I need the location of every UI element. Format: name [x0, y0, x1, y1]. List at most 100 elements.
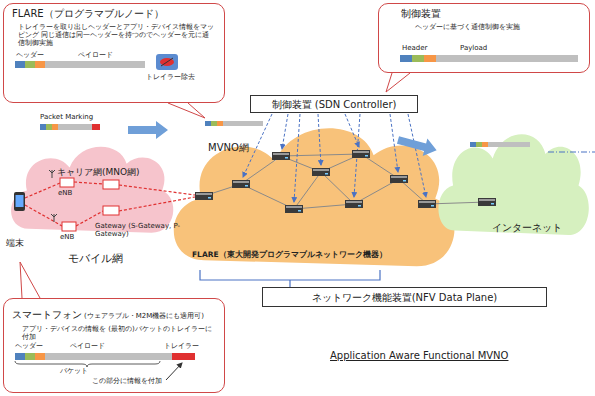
mesh-link: [294, 172, 321, 209]
radio-access: [60, 178, 74, 187]
radio-access: [62, 222, 76, 231]
internet-link: [548, 151, 595, 152]
packet-label: パケット: [60, 367, 88, 375]
flare-server: [232, 180, 250, 188]
packet-bar: [217, 121, 223, 126]
packet-brace: [15, 361, 160, 367]
packet-part-label: ペイロード: [78, 51, 113, 59]
radio-access: [103, 206, 119, 215]
flare-server: [272, 152, 290, 160]
packet-bar: [424, 55, 436, 62]
packet-bar: [45, 61, 145, 68]
callout-tail: [168, 103, 205, 118]
radio-access: [14, 192, 25, 211]
trash-icon: [156, 54, 178, 70]
packet-bar: [476, 142, 482, 147]
cloud-outline: [438, 134, 588, 235]
packet-bar: [412, 55, 424, 62]
trailer-remove-label: トレイラー除去: [146, 73, 195, 81]
radio-access: [14, 170, 195, 231]
cloud-label: MVNO網: [208, 142, 249, 154]
packet-bar: [45, 353, 172, 360]
packet-bar: [25, 353, 35, 360]
caption-label: Application Aware Functional MVNO: [330, 350, 508, 362]
packet-bar: [172, 353, 195, 360]
control-arrow: [345, 114, 359, 147]
cloud-outline: [11, 147, 173, 233]
flare-server: [345, 200, 363, 208]
flow-arrow: [396, 131, 439, 159]
trash-icon: [156, 54, 178, 70]
packet-bar: [488, 142, 530, 147]
packet-marking-label: Packet Marking: [40, 113, 93, 121]
cloud-shape: [2, 133, 180, 248]
callout-body: トレイラーを取り出しヘッダーとアプリ・デバイス情報をマッピング 同じ通信は同一ヘ…: [18, 23, 216, 47]
callout-body: アプリ・デバイスの情報を (最初の)パケットのトレイラーに付加: [22, 325, 216, 341]
control-arrow: [390, 114, 398, 172]
radio-access: [16, 195, 24, 207]
packet-part-label: トレイラー: [164, 342, 199, 350]
packet-bar: [40, 124, 46, 130]
packet-bar: [52, 124, 58, 130]
flare-server: [352, 150, 370, 158]
controller-box: 制御装置 (SDN Controller): [250, 95, 418, 113]
internet-link: [548, 152, 595, 153]
mesh-link: [281, 154, 361, 156]
radio-access: [103, 180, 119, 189]
flow-arrow: [128, 121, 439, 159]
callout-tail: [386, 73, 410, 92]
flare-server: [390, 175, 408, 183]
packet-bar: [15, 61, 25, 68]
flare-server: [312, 168, 330, 176]
cloud-label: インターネット: [492, 222, 562, 234]
internet-cloud: インターネット: [430, 118, 595, 253]
callout-heading: スマートフォン: [12, 309, 82, 321]
packet-bar: [470, 142, 476, 147]
callout-heading: 制御装置: [401, 8, 581, 20]
gateway-label: Gateway (S-Gateway, P-Gateway): [95, 222, 181, 239]
packet-part-label: ヘッダー: [15, 342, 43, 350]
callout-tail: [20, 262, 40, 298]
packet-bar: [46, 124, 52, 130]
packet-bar: [35, 61, 45, 68]
flare-device-label: FLARE（東大開発プログラマブルネットワーク機器）: [192, 250, 387, 259]
flare-server: [478, 198, 496, 206]
packet-bar: [58, 124, 92, 130]
packet-brace: [166, 363, 182, 380]
radio-access: [49, 170, 57, 222]
trash-icon: [161, 58, 173, 66]
packet-bar: [436, 55, 578, 62]
nfv-box: ネットワーク機能装置(NFV Data Plane): [262, 287, 547, 307]
trash-icon: [160, 58, 174, 66]
packet-part-label: Header: [402, 44, 428, 52]
packet-bar: [211, 121, 217, 126]
packet-part-label: ペイロード: [70, 342, 105, 350]
callout-heading: FLARE（プログラマブルノード）: [12, 8, 216, 20]
flare-server: [285, 205, 303, 213]
packet-bar: [15, 55, 578, 360]
packet-bar: [400, 55, 412, 62]
control-arrow: [318, 114, 321, 165]
packet-part-label: ヘッダー: [16, 51, 44, 59]
flare-server: [195, 150, 496, 213]
packet-bar: [92, 124, 100, 130]
packet-part-label: Payload: [460, 44, 487, 52]
packet-bar: [482, 142, 488, 147]
enb-label: eNB: [58, 189, 72, 197]
terminal-label: 端末: [6, 238, 24, 249]
mesh-link: [241, 156, 281, 184]
mesh-link: [204, 154, 487, 209]
mesh-link: [321, 172, 354, 204]
packet-bar: [35, 353, 45, 360]
callout-body: ヘッダーに基づく通信制御を実施: [415, 23, 581, 31]
packet-bar: [205, 121, 211, 126]
packet-bar: [15, 353, 25, 360]
cloud-label: キャリア網(MNO網): [57, 167, 140, 178]
callout-subheading: (ウェアラブル・M2M機器にも適用可): [84, 312, 204, 320]
packet-bar: [223, 121, 263, 126]
flare-server: [195, 192, 213, 200]
control-arrow: [294, 114, 300, 202]
cloud-outline: [174, 128, 455, 266]
mobile-network-label: モバイル網: [68, 252, 123, 265]
